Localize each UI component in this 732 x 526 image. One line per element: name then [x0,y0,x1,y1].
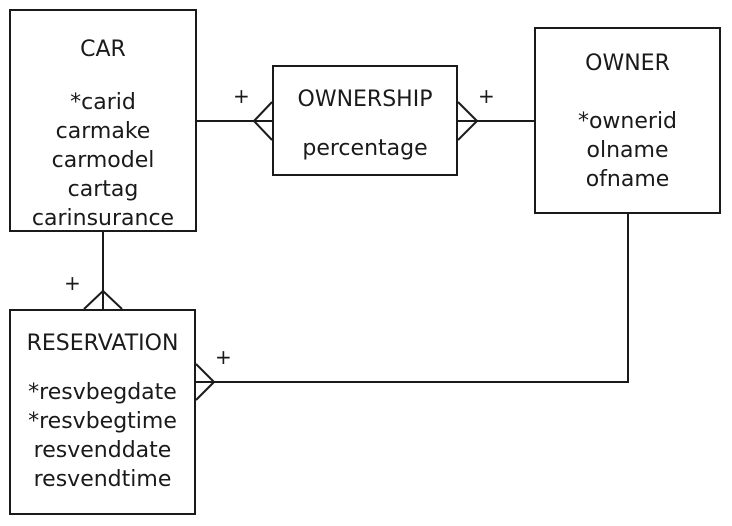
entity-owner: OWNER *ownerid olname ofname [534,27,721,214]
attribute: carmake [55,119,151,144]
attribute: *resvbegtime [28,409,177,434]
entity-ownership-attributes: percentage [274,134,456,163]
attribute: resvenddate [33,438,172,463]
attribute: olname [586,138,669,163]
entity-owner-attributes: *ownerid olname ofname [536,107,719,194]
attribute: *resvbegdate [28,380,177,405]
ownership-crowsfoot-left-lower [253,120,273,141]
attribute: cartag [67,177,139,202]
entity-ownership: OWNERSHIP percentage [272,65,458,176]
owner-ownership-one-marker: + [478,84,495,108]
entity-reservation-attributes: *resvbegdate *resvbegtime resvenddate re… [11,378,194,494]
entity-ownership-name: OWNERSHIP [297,87,433,112]
entity-reservation-name: RESERVATION [26,331,179,356]
entity-reservation: RESERVATION *resvbegdate *resvbegtime re… [9,309,196,515]
reservation-crowsfoot-top [83,290,104,310]
entity-car-name: CAR [80,37,126,62]
attribute: carinsurance [31,206,175,231]
reservation-crowsfoot-top-right [102,290,123,310]
attribute: percentage [302,136,428,161]
attribute: ofname [585,167,670,192]
ownership-crowsfoot-left [253,101,273,122]
attribute: carmodel [51,148,155,173]
ownership-crowsfoot-right-lower [457,120,478,141]
owner-reservation-one-marker: + [215,345,232,369]
attribute: *carid [70,90,136,115]
car-ownership-one-marker: + [233,84,250,108]
car-reservation-one-marker: + [64,271,81,295]
attribute: *ownerid [577,109,678,134]
ownership-crowsfoot-right [457,101,478,122]
entity-car-attributes: *carid carmake carmodel cartag carinsura… [11,88,195,233]
reservation-crowsfoot-right-lower [195,381,215,401]
owner-reservation-line [196,214,629,383]
attribute: resvendtime [33,467,172,492]
entity-car: CAR *carid carmake carmodel cartag carin… [9,9,197,232]
entity-owner-name: OWNER [585,51,670,76]
reservation-crowsfoot-right [195,363,215,383]
